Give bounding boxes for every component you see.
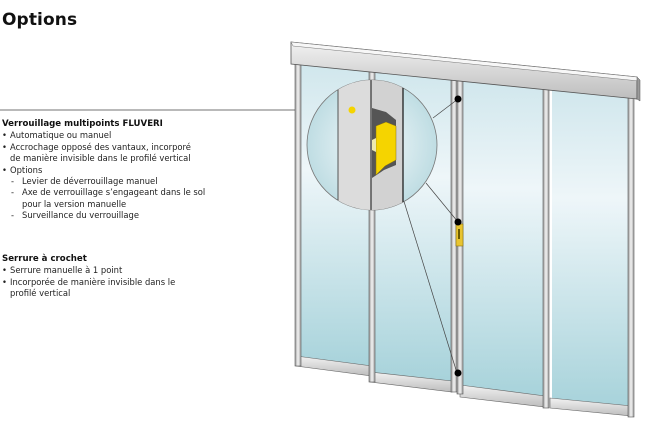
page-title: Options bbox=[2, 10, 78, 30]
list-item: Options bbox=[2, 165, 205, 177]
callout-marker-dot bbox=[348, 106, 356, 114]
sub-list-item: Axe de verrouillage s’engageant dans le … bbox=[2, 187, 205, 199]
sub-list-item: Surveillance du verrouillage bbox=[2, 210, 205, 222]
sub-list-item-continuation: pour la version manuelle bbox=[22, 198, 127, 209]
lock-point-markers bbox=[454, 95, 462, 377]
top-track bbox=[290, 41, 641, 102]
lock-detail-magnifier bbox=[306, 79, 438, 211]
list-item: Serrure manuelle à 1 point bbox=[2, 265, 175, 277]
section-multipoint-lock: Verrouillage multipoints FLUVERI Automat… bbox=[2, 119, 205, 222]
list-item-continuation: de manière invisible dans le profilé ver… bbox=[10, 153, 191, 164]
detail-connector-lines bbox=[401, 98, 459, 374]
list-item-continuation: profilé vertical bbox=[10, 288, 71, 299]
list-item: Accrochage opposé des vantaux, incorporé bbox=[2, 142, 205, 154]
list-item: Incorporée de manière invisible dans le bbox=[2, 277, 175, 289]
section-hook-lock: Serrure à crochet Serrure manuelle à 1 p… bbox=[2, 254, 175, 300]
section-heading: Verrouillage multipoints FLUVERI bbox=[2, 119, 163, 129]
list-item: Automatique ou manuel bbox=[2, 130, 205, 142]
sub-list-item: Levier de déverrouillage manuel bbox=[2, 176, 205, 188]
section-heading: Serrure à crochet bbox=[2, 254, 87, 264]
